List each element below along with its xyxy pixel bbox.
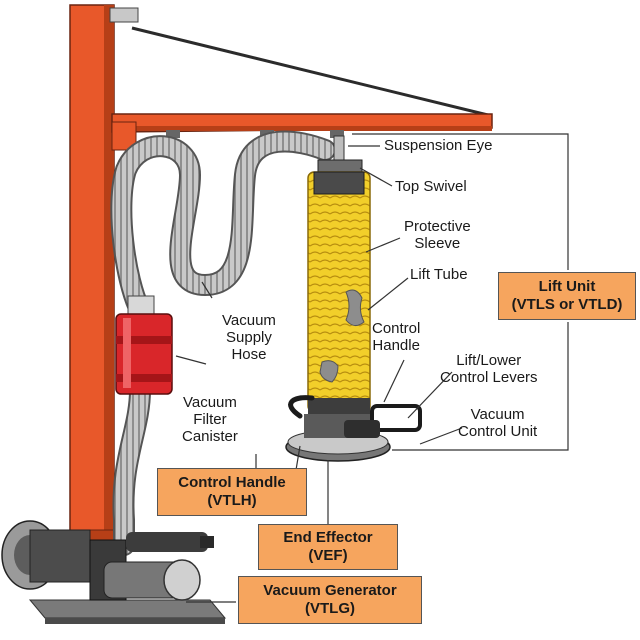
vacuum-supply-hose	[110, 130, 336, 556]
box-end-effector: End Effector (VEF)	[258, 524, 398, 570]
box-lift-unit: Lift Unit (VTLS or VTLD)	[498, 272, 636, 320]
label-lift-tube: Lift Tube	[410, 266, 468, 283]
label-control-handle: Control Handle	[372, 320, 421, 354]
label-protective-sleeve: Protective Sleeve	[404, 218, 471, 252]
label-lift-lower-control-levers: Lift/Lower Control Levers	[440, 352, 538, 386]
base-plate	[28, 599, 227, 624]
label-vacuum-filter-canister: Vacuum Filter Canister	[182, 394, 238, 445]
vacuum-filter-canister	[115, 295, 173, 395]
jib-crane-column	[63, 4, 139, 541]
label-vacuum-control-unit: Vacuum Control Unit	[458, 406, 538, 440]
label-suspension-eye: Suspension Eye	[384, 137, 493, 154]
box-control-handle: Control Handle (VTLH)	[157, 468, 307, 516]
jib-crane-arm	[111, 26, 493, 151]
lift-tube-part	[307, 171, 371, 414]
end-effector-part	[285, 395, 422, 462]
label-top-swivel: Top Swivel	[395, 178, 467, 195]
box-vacuum-generator: Vacuum Generator (VTLG)	[238, 576, 422, 624]
label-vacuum-supply-hose: Vacuum Supply Hose	[222, 312, 276, 363]
suspension-eye-part	[317, 135, 363, 173]
vacuum-generator-part	[1, 520, 214, 601]
